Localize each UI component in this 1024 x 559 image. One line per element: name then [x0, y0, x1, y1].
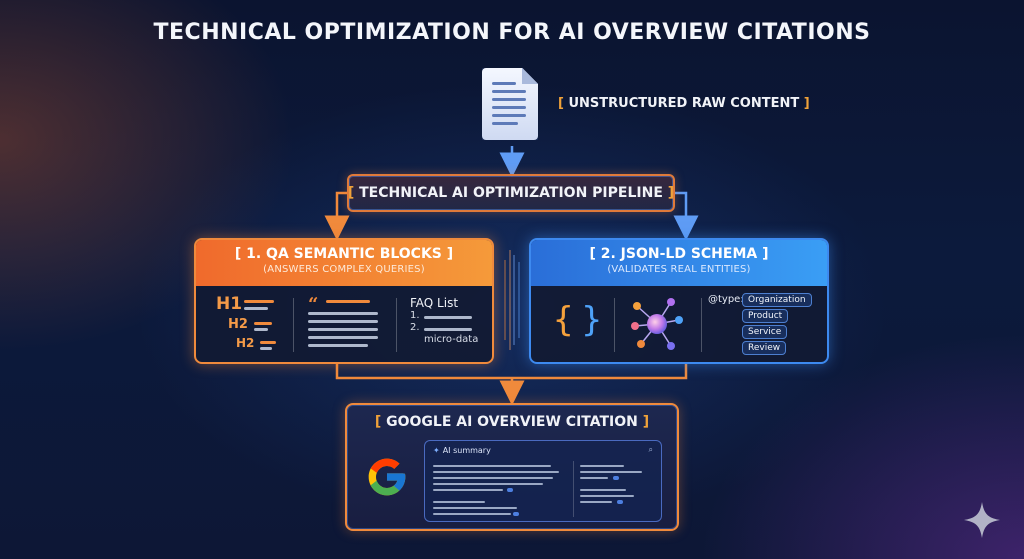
document-icon	[482, 68, 538, 140]
qa-panel-header: [ 1. QA SEMANTIC BLOCKS ] (ANSWERS COMPL…	[196, 240, 492, 286]
pipeline-box: [ TECHNICAL AI OPTIMIZATION PIPELINE ]	[347, 174, 675, 212]
google-logo-icon	[368, 458, 406, 496]
type-chip-product: Product	[742, 309, 789, 323]
qa-panel-body: H1 H2 H2 “ FAQ List 1. 2. micro-data	[196, 286, 492, 362]
json-panel-header: [ 2. JSON-LD SCHEMA ] (VALIDATES REAL EN…	[531, 240, 827, 286]
arrow-qa-to-google	[335, 364, 512, 380]
micro-data-label: micro-data	[424, 334, 479, 345]
arrow-pipeline-to-json	[673, 191, 699, 241]
type-chip-review: Review	[742, 341, 787, 355]
heading-h2-second: H2	[236, 336, 255, 350]
faq-number-2: 2.	[410, 322, 420, 333]
type-chip-organization: Organization	[742, 293, 812, 307]
type-chip-service: Service	[742, 325, 788, 339]
faq-number-1: 1.	[410, 310, 420, 321]
qa-semantic-blocks-panel: [ 1. QA SEMANTIC BLOCKS ] (ANSWERS COMPL…	[194, 238, 494, 364]
pipeline-label: [ TECHNICAL AI OPTIMIZATION PIPELINE ]	[347, 185, 675, 201]
qa-panel-subtitle: (ANSWERS COMPLEX QUERIES)	[263, 264, 425, 275]
diagram-title: TECHNICAL OPTIMIZATION FOR AI OVERVIEW C…	[153, 20, 871, 45]
type-label: @type:	[708, 294, 744, 305]
google-citation-panel: [ GOOGLE AI OVERVIEW CITATION ] ✦AI summ…	[345, 403, 679, 531]
network-graph-icon	[631, 298, 683, 350]
ai-summary-label: ✦AI summary	[433, 446, 491, 455]
quote-icon: “	[308, 294, 319, 315]
json-ld-schema-panel: [ 2. JSON-LD SCHEMA ] (VALIDATES REAL EN…	[529, 238, 829, 364]
heading-h1: H1	[216, 294, 243, 314]
qa-panel-title: [ 1. QA SEMANTIC BLOCKS ]	[234, 246, 454, 262]
heading-h2-first: H2	[228, 317, 248, 332]
search-icon: ⌕	[648, 445, 653, 454]
sparkle-icon	[964, 502, 1000, 538]
arrow-json-to-google	[512, 364, 688, 380]
raw-content-label: [ UNSTRUCTURED RAW CONTENT ]	[558, 96, 810, 111]
arrow-pipeline-to-qa	[324, 191, 350, 241]
google-citation-title: [ GOOGLE AI OVERVIEW CITATION ]	[374, 414, 650, 430]
ai-summary-card: ✦AI summary ⌕	[424, 440, 662, 522]
faq-list-title: FAQ List	[410, 296, 459, 310]
braces-icon: {}	[553, 300, 610, 340]
json-panel-body: {}	[531, 286, 827, 362]
json-panel-title: [ 2. JSON-LD SCHEMA ]	[589, 246, 769, 262]
json-panel-subtitle: (VALIDATES REAL ENTITIES)	[607, 264, 751, 275]
